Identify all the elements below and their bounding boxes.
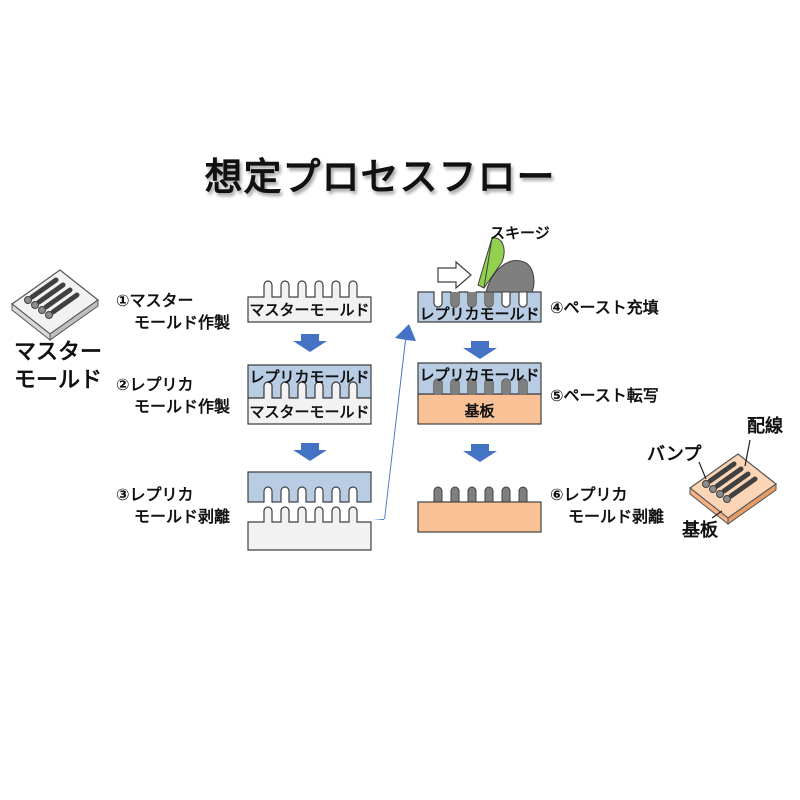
replica-mold-label-2: レプリカモールド <box>419 305 540 323</box>
step3-label-line1: ③レプリカ <box>116 485 194 504</box>
step3-replica-separated <box>247 471 372 551</box>
paste-mound <box>485 260 535 293</box>
replica-mold-label-3: レプリカモールド <box>419 366 540 384</box>
step2-label-line1: ②レプリカ <box>116 375 194 394</box>
step6-label-line2: モールド剥離 <box>568 507 665 526</box>
substrate-label-1: 基板 <box>464 402 495 420</box>
bump-label: バンプ <box>647 444 702 465</box>
master-mold-label-2: マスターモールド <box>249 403 370 421</box>
transition-arrow <box>373 324 416 520</box>
step4-label: ④ペースト充填 <box>550 298 659 317</box>
page-title: 想定プロセスフロー <box>204 155 556 199</box>
replica-mold-label-1: レプリカモールド <box>249 368 370 386</box>
step4-paste-fill <box>417 237 542 323</box>
down-arrow-1 <box>293 334 327 352</box>
step3-label-line2: モールド剥離 <box>134 507 231 526</box>
master-mold-label-1: マスターモールド <box>249 301 370 319</box>
left-label-line1: マスター <box>14 340 103 365</box>
substrate-label-2: 基板 <box>682 520 718 541</box>
step5-transfer <box>417 362 542 425</box>
left-label-line2: モールド <box>14 368 103 393</box>
step2-replica-on-master <box>247 364 372 425</box>
squeegee-label: スキージ <box>490 224 550 242</box>
down-arrow-2 <box>293 443 327 461</box>
step5-label: ⑤ペースト転写 <box>550 386 659 405</box>
step1-label-line2: モールド作製 <box>134 313 231 332</box>
step1-label-line1: ①マスター <box>116 291 194 310</box>
down-arrow-3 <box>463 341 497 359</box>
wiring-label: 配線 <box>747 416 783 437</box>
push-arrow-icon <box>437 260 472 290</box>
step1-master-mold <box>247 280 372 323</box>
step2-label-line2: モールド作製 <box>134 397 231 416</box>
master-mold-3d-icon <box>10 269 100 342</box>
step6-label-line1: ⑥レプリカ <box>550 485 628 504</box>
step6-bumps-on-substrate <box>417 486 542 533</box>
substrate-3d-icon <box>688 439 778 526</box>
down-arrow-4 <box>463 444 497 462</box>
